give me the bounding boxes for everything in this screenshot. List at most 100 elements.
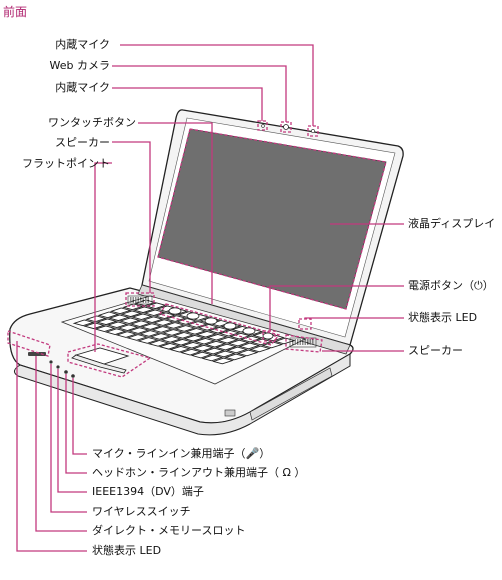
label-mic-line-in: マイク・ラインイン兼用端子（🎤） (92, 447, 271, 460)
mic-left-icon (261, 124, 265, 128)
label-speaker-right: スピーカー (408, 344, 463, 357)
leader-one-touch (138, 122, 213, 304)
key (131, 313, 154, 320)
label-lcd: 液晶ディスプレイ (408, 217, 496, 230)
label-status-led-right: 状態表示 LED (408, 311, 478, 324)
key (183, 334, 206, 342)
key (169, 345, 192, 353)
key (164, 315, 187, 322)
leader-mic-right (112, 87, 263, 121)
key (163, 322, 186, 329)
label-direct-memory-slot: ダイレクト・メモリースロット (92, 524, 246, 537)
key (172, 332, 195, 339)
highlight-speaker-right (285, 334, 323, 353)
leader-status-led-bottom (16, 341, 87, 552)
key (145, 302, 168, 310)
key (195, 330, 218, 338)
key (120, 310, 143, 318)
camera-icon (283, 124, 289, 130)
key (273, 337, 296, 345)
key (179, 348, 202, 356)
label-headphone-line-out: ヘッドホン・ラインアウト兼用端子（ Ω ） (92, 466, 306, 479)
key (238, 342, 261, 350)
key (218, 329, 241, 337)
key (193, 337, 216, 345)
highlight-mic-left (257, 120, 268, 131)
key (95, 318, 118, 326)
label-ieee1394: IEEE1394（DV）端子 (92, 485, 204, 498)
label-wireless-switch: ワイヤレススイッチ (92, 505, 191, 518)
key (206, 333, 229, 341)
key (108, 314, 131, 322)
key (160, 336, 183, 343)
label-status-led-bottom: 状態表示 LED (92, 544, 162, 557)
label-one-touch-button: ワンタッチボタン (48, 116, 136, 129)
key (132, 306, 155, 314)
highlight-status-led-front (7, 330, 51, 357)
key (106, 321, 129, 328)
key (225, 346, 248, 354)
key (104, 328, 127, 335)
one-touch-buttons (168, 307, 274, 340)
label-power-button: 電源ボタン（⏻） (408, 279, 494, 292)
key (117, 324, 140, 331)
key (94, 325, 117, 332)
label-mic-top: 内蔵マイク (55, 38, 110, 51)
key (261, 341, 284, 349)
leader-wireless (50, 364, 87, 513)
key (138, 330, 161, 337)
highlight-lcd (157, 128, 387, 310)
key (227, 339, 250, 347)
leader-status-led (304, 317, 404, 319)
leader-web-camera (112, 65, 287, 122)
key (140, 323, 163, 330)
key (126, 334, 149, 341)
key (152, 319, 175, 326)
key (215, 343, 238, 351)
key (202, 347, 225, 355)
key (136, 337, 159, 344)
leader-mic-line-in (72, 378, 87, 455)
key (141, 316, 164, 323)
leader-direct-memory (35, 356, 87, 532)
key (158, 342, 181, 350)
key (190, 351, 213, 359)
mic-right-icon (311, 129, 315, 133)
key (149, 333, 172, 340)
key (170, 338, 193, 346)
key (201, 354, 224, 362)
key (72, 319, 95, 327)
key (181, 341, 204, 349)
highlight-speaker-left (125, 292, 155, 307)
key (161, 329, 184, 336)
key (213, 350, 236, 358)
speaker-left-grille (127, 295, 153, 305)
key (109, 307, 132, 315)
key (248, 345, 271, 353)
page-title: 前面 (3, 5, 28, 19)
side-port (224, 409, 236, 417)
key (97, 311, 120, 319)
key (155, 305, 178, 312)
front-ports (28, 352, 75, 378)
leader-ieee1394 (57, 369, 87, 493)
key (115, 331, 138, 338)
label-mic-right: 内蔵マイク (55, 81, 110, 94)
leader-speaker-left (112, 141, 151, 293)
key (224, 353, 247, 361)
leader-power (269, 285, 404, 331)
highlight-touchpad (67, 343, 152, 378)
key (192, 344, 215, 352)
label-flat-point: フラットポイント (22, 157, 110, 170)
optical-drive (249, 367, 333, 421)
key (127, 327, 150, 334)
key (184, 328, 207, 335)
leader-headphone (65, 374, 87, 474)
key (204, 340, 227, 348)
key (236, 349, 259, 357)
leader-mic-top (120, 44, 314, 126)
touchpad-buttons (71, 354, 127, 374)
leader-flat-point (94, 162, 112, 352)
